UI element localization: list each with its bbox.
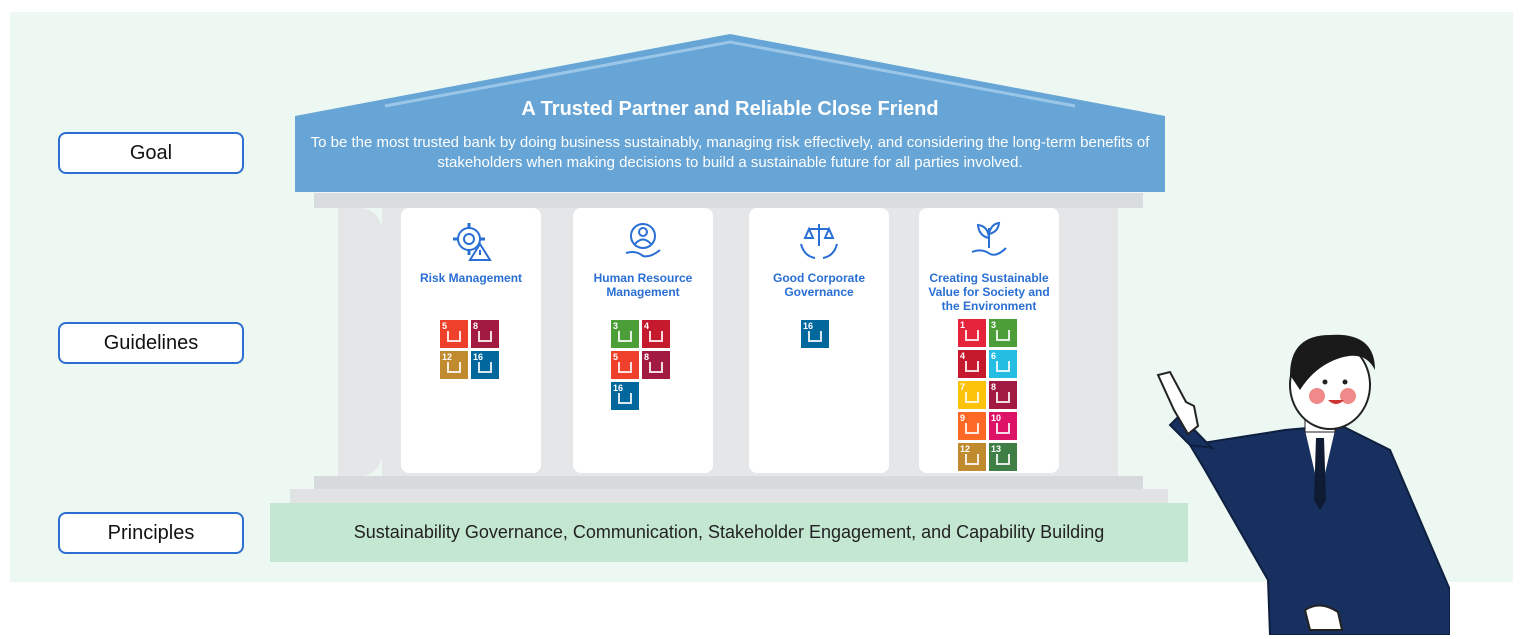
- sdg-3-icon: 3: [611, 320, 639, 348]
- sdg-glyph-icon: [478, 331, 492, 342]
- person-in-hand-icon: [625, 223, 661, 258]
- pillar-title: Risk Management: [419, 271, 523, 285]
- sdg-9-icon: 9: [958, 412, 986, 440]
- sdg-number: 8: [644, 352, 650, 362]
- sdg-number: 16: [803, 321, 814, 331]
- sdg-glyph-icon: [618, 393, 632, 404]
- column-edge-right: [1078, 208, 1118, 476]
- sdg-glyph-icon: [808, 331, 822, 342]
- sdg-16-icon: 16: [611, 382, 639, 410]
- sdg-3-icon: 3: [989, 319, 1017, 347]
- sdg-8-icon: 8: [989, 381, 1017, 409]
- sdg-number: 9: [960, 413, 966, 423]
- sdg-number: 3: [613, 321, 619, 331]
- temple-step-upper: [314, 476, 1143, 489]
- pillar-title: Creating Sustainable Value for Society a…: [928, 271, 1050, 313]
- temple-beam: [314, 193, 1143, 208]
- pillar-title: Human Resource Management: [593, 271, 693, 299]
- sdg-number: 16: [473, 352, 484, 362]
- sdg-number: 7: [960, 382, 966, 392]
- sdg-number: 3: [991, 320, 997, 330]
- column-edge-left: [338, 208, 382, 476]
- sdg-glyph-icon: [965, 361, 979, 372]
- sdg-icon-grid: 5 8 12 16: [440, 320, 499, 379]
- principles-label: Principles: [58, 512, 244, 554]
- pillar-title: Good Corporate Governance: [773, 271, 865, 299]
- sdg-glyph-icon: [965, 454, 979, 465]
- sdg-number: 4: [960, 351, 966, 361]
- scales-in-hands-icon: [800, 224, 838, 259]
- sdg-number: 6: [991, 351, 997, 361]
- sdg-glyph-icon: [996, 361, 1010, 372]
- sdg-glyph-icon: [447, 362, 461, 373]
- sdg-glyph-icon: [996, 454, 1010, 465]
- sdg-icon-grid: 3 4 5 8 16: [611, 320, 670, 410]
- sdg-number: 4: [644, 321, 650, 331]
- sdg-8-icon: 8: [471, 320, 499, 348]
- sdg-number: 10: [991, 413, 1002, 423]
- guidelines-label: Guidelines: [58, 322, 244, 364]
- pillar-risk-management: Risk Management 5 8 12 16: [401, 208, 541, 473]
- plant-in-hand-icon: [971, 221, 1007, 256]
- sdg-12-icon: 12: [440, 351, 468, 379]
- sdg-glyph-icon: [965, 423, 979, 434]
- pillar-human-resource-management: Human Resource Management 3 4 5 8 16: [573, 208, 713, 473]
- sdg-glyph-icon: [649, 362, 663, 373]
- sdg-icon-grid: 16: [801, 320, 860, 348]
- sdg-number: 8: [991, 382, 997, 392]
- goal-label: Goal: [58, 132, 244, 174]
- sdg-4-icon: 4: [642, 320, 670, 348]
- sdg-5-icon: 5: [611, 351, 639, 379]
- gear-warning-icon: [453, 223, 492, 261]
- sdg-number: 1: [960, 320, 966, 330]
- goal-description: To be the most trusted bank by doing bus…: [310, 134, 1150, 171]
- roof: [295, 34, 1165, 192]
- sdg-glyph-icon: [996, 330, 1010, 341]
- pillar-creating-sustainable-value: Creating Sustainable Value for Society a…: [919, 208, 1059, 473]
- pillar-good-corporate-governance: Good Corporate Governance 16: [749, 208, 889, 473]
- businessman-pointing-illustration: [1156, 334, 1450, 635]
- sdg-glyph-icon: [447, 331, 461, 342]
- sdg-glyph-icon: [649, 331, 663, 342]
- sdg-8-icon: 8: [642, 351, 670, 379]
- sdg-number: 16: [613, 383, 624, 393]
- sdg-13-icon: 13: [989, 443, 1017, 471]
- sdg-1-icon: 1: [958, 319, 986, 347]
- sdg-glyph-icon: [478, 362, 492, 373]
- sdg-16-icon: 16: [471, 351, 499, 379]
- sdg-glyph-icon: [996, 392, 1010, 403]
- sdg-number: 5: [613, 352, 619, 362]
- sdg-10-icon: 10: [989, 412, 1017, 440]
- sdg-5-icon: 5: [440, 320, 468, 348]
- sdg-12-icon: 12: [958, 443, 986, 471]
- temple-step-lower: [290, 489, 1168, 503]
- sdg-4-icon: 4: [958, 350, 986, 378]
- sdg-glyph-icon: [996, 423, 1010, 434]
- sdg-glyph-icon: [618, 331, 632, 342]
- sdg-number: 12: [960, 444, 971, 454]
- sdg-number: 13: [991, 444, 1002, 454]
- goal-title: A Trusted Partner and Reliable Close Fri…: [521, 98, 939, 120]
- sdg-glyph-icon: [618, 362, 632, 373]
- sdg-6-icon: 6: [989, 350, 1017, 378]
- sdg-number: 12: [442, 352, 453, 362]
- sdg-16-icon: 16: [801, 320, 829, 348]
- sdg-glyph-icon: [965, 330, 979, 341]
- principles-base: Sustainability Governance, Communication…: [270, 503, 1188, 562]
- sdg-number: 8: [473, 321, 479, 331]
- sdg-7-icon: 7: [958, 381, 986, 409]
- sdg-glyph-icon: [965, 392, 979, 403]
- sdg-number: 5: [442, 321, 448, 331]
